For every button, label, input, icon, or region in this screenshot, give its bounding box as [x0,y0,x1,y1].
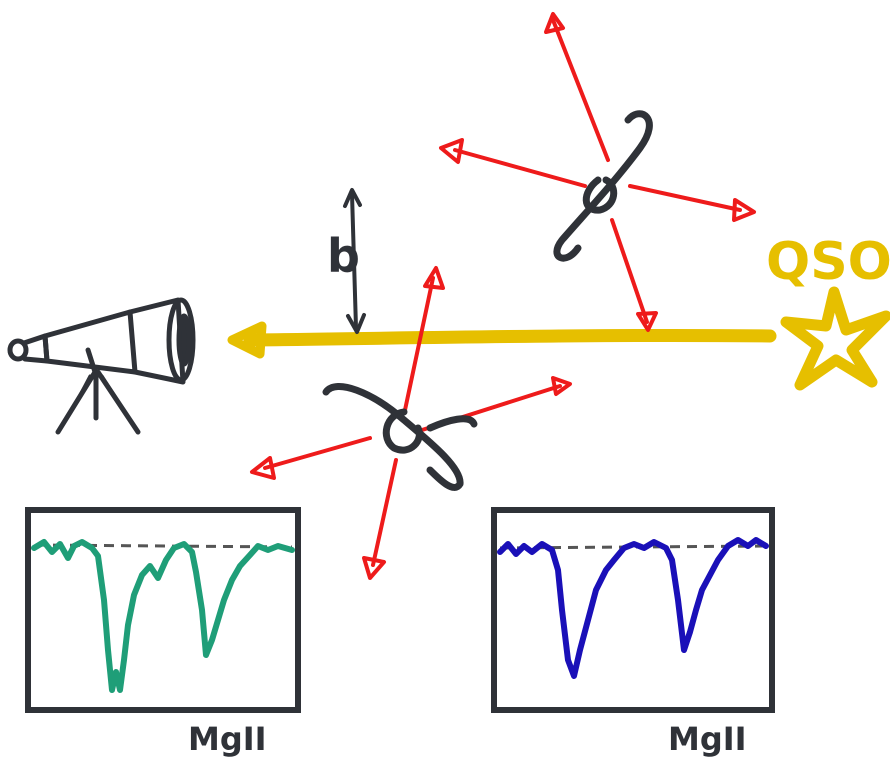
upper-outflow-arrows [439,12,756,332]
right-continuum-line [499,544,767,550]
sightline [227,321,777,359]
impact-parameter-label: b [327,229,360,283]
left-spectrum-trace [31,539,295,693]
impact-parameter-arrow [343,188,366,334]
telescope-icon [7,297,196,435]
right-spectrum-label: MgII [668,720,747,758]
right-spectrum-trace [497,537,769,679]
qso-label: QSO [766,232,890,292]
left-spectrum-panel [25,507,301,713]
lower-galaxy-icon [322,383,478,491]
left-spectrum-label: MgII [188,720,267,758]
upper-galaxy-icon [553,110,653,262]
right-spectrum-panel [491,507,775,713]
qso-star-icon [780,286,890,391]
